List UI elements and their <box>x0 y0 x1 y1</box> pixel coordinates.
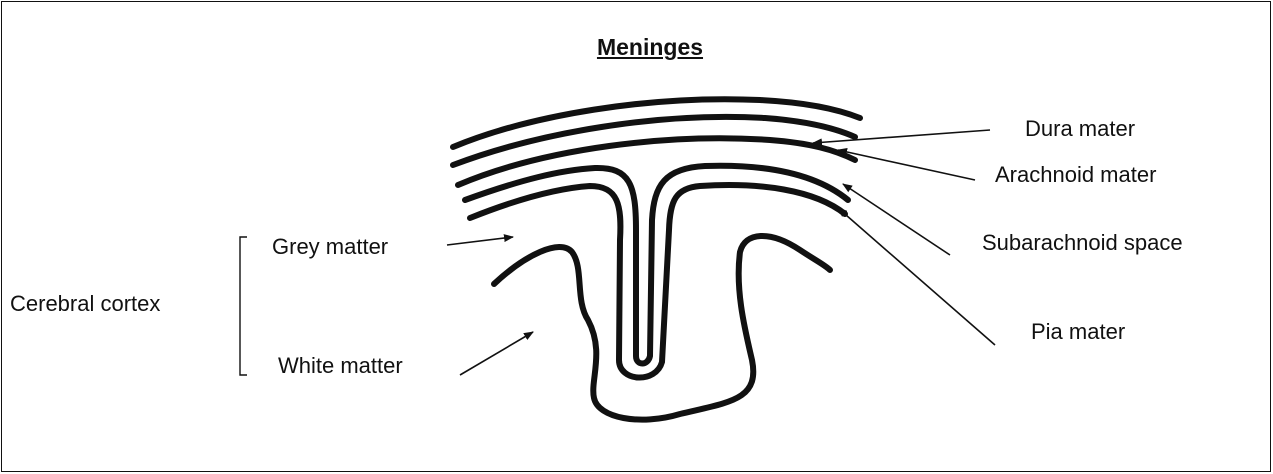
subarachnoid-space-arrow <box>843 184 950 255</box>
pia-mater-arrow <box>838 208 995 345</box>
pia-line <box>470 185 845 378</box>
cerebral-cortex-bracket <box>240 237 247 375</box>
diagram-title: Meninges <box>570 36 730 59</box>
label-white-matter: White matter <box>278 355 403 377</box>
label-subarachnoid-space: Subarachnoid space <box>982 232 1183 254</box>
label-grey-matter: Grey matter <box>272 236 388 258</box>
grey-matter-arrow <box>447 237 513 245</box>
label-dura-mater: Dura mater <box>1025 118 1135 140</box>
arachnoid-mater-arrow <box>838 150 975 180</box>
label-pia-mater: Pia mater <box>1031 321 1125 343</box>
label-arachnoid-mater: Arachnoid mater <box>995 164 1156 186</box>
white-matter-arrow <box>460 332 533 375</box>
label-cerebral-cortex: Cerebral cortex <box>10 293 160 315</box>
